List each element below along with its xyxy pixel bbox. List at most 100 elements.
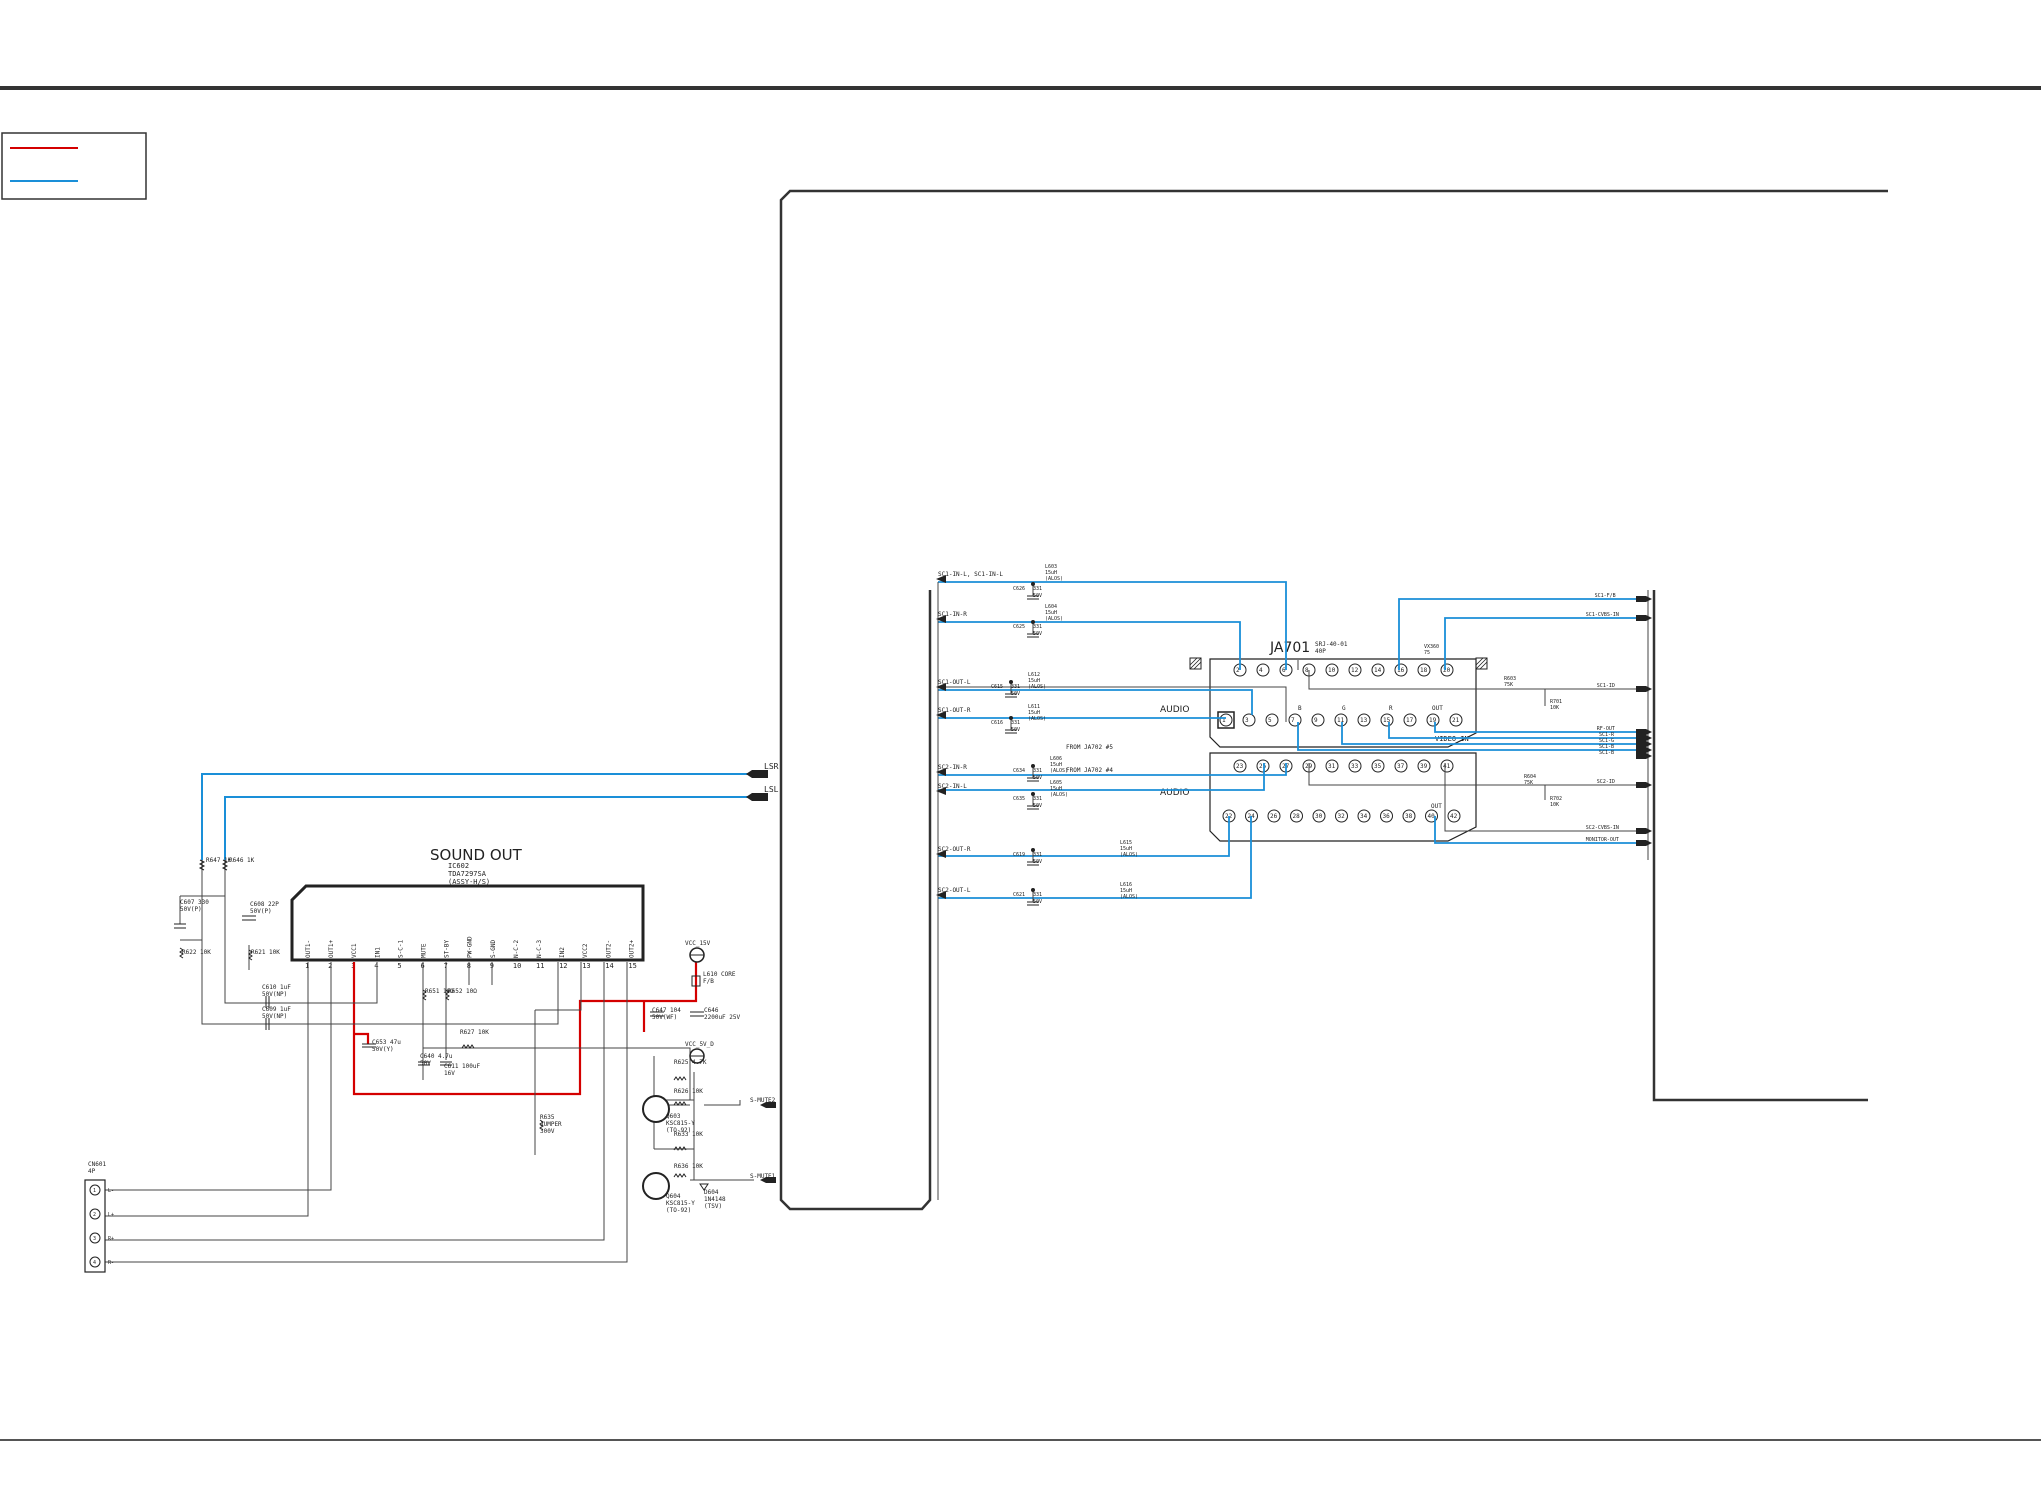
scart-ind-1-0: L604 xyxy=(1045,604,1057,610)
label-lsr: LSR xyxy=(764,762,779,771)
scart-cap-7-0: C621 xyxy=(1013,892,1025,898)
scart-right-arrow-4 xyxy=(1636,735,1652,741)
scart-right-arrow-3 xyxy=(1636,729,1652,735)
scart-pin-18 xyxy=(1417,663,1431,677)
scart-pin-28 xyxy=(1290,809,1303,823)
part-label-12-1: 16V xyxy=(444,1070,455,1077)
ic-pin-number-11: 11 xyxy=(536,962,544,970)
cn601-signal-2: L+ xyxy=(108,1212,114,1218)
scart-left-signal-0: SC1-IN-L, SC1-IN-L xyxy=(938,571,1003,578)
cn601-signal-3: R+ xyxy=(108,1236,114,1242)
part-label-7-1: 50V(NP) xyxy=(262,1013,287,1020)
scart-cap-3-2: 50V xyxy=(1011,727,1020,733)
scart-left-signal-4: SC2-IN-R xyxy=(938,764,967,771)
scart-right-arrow-1 xyxy=(1636,615,1652,621)
ic-pin-name-12: IN2 xyxy=(559,947,566,958)
cn601-pin-num-3: 3 xyxy=(93,1236,96,1242)
scart-pin-12 xyxy=(1348,663,1362,677)
scart-cap-4-1: 331 xyxy=(1033,768,1042,774)
scart-ind-4-0: L606 xyxy=(1050,756,1062,762)
scart-pin-11 xyxy=(1334,713,1348,727)
part-label-13-0: R627 10K xyxy=(460,1029,489,1036)
scart-pin-14 xyxy=(1371,663,1385,677)
scart-ind-5-0: L605 xyxy=(1050,780,1062,786)
part-label-17-0: R625 4.7K xyxy=(674,1059,707,1066)
ic-pin-number-1: 1 xyxy=(305,962,309,970)
part-label-18-0: R626 10K xyxy=(674,1088,703,1095)
ic-pin-number-2: 2 xyxy=(328,962,332,970)
scart-right-signal-0: SC1-F/B xyxy=(1595,593,1616,599)
scart-res-2-0: R604 xyxy=(1524,774,1536,780)
scart-pin-label-42: 42 xyxy=(1450,813,1458,820)
scart-pin-label-8: 8 xyxy=(1305,667,1309,674)
scart-cap-5-2: 50V xyxy=(1033,803,1042,809)
scart-pin-label-21: 21 xyxy=(1452,717,1460,724)
scart-video-in-label: VIDEO IN xyxy=(1435,735,1469,743)
scart-right-arrow-7 xyxy=(1636,753,1652,759)
scart-cap-6-2: 50V xyxy=(1033,859,1042,865)
scart-ind-0-1: 15uH xyxy=(1045,570,1057,576)
ic-pin-name-13: VCC2 xyxy=(582,943,589,958)
scart-ind-5-1: 15uH xyxy=(1050,786,1062,792)
cn601-signal-1: L- xyxy=(108,1188,114,1194)
scart-left-signal-2: SC1-OUT-L xyxy=(938,679,971,686)
scart-right-signal-3: RF-OUT xyxy=(1597,726,1615,732)
scart-pin-9 xyxy=(1311,713,1325,727)
scart-ind-6-2: (ALOS) xyxy=(1120,852,1138,858)
ic-pin-name-3: VCC1 xyxy=(351,943,358,958)
scart-left-arrow-6 xyxy=(936,850,946,858)
scart-left-signal-7: SC2-OUT-L xyxy=(938,887,971,894)
scart-pin1-box xyxy=(1217,711,1235,729)
ic-pin-name-14: OUT2- xyxy=(605,940,612,958)
scart-pin-label-41: 41 xyxy=(1443,763,1451,770)
scart-ind-2-0: L612 xyxy=(1028,672,1040,678)
scart-left-arrow-2 xyxy=(936,683,946,691)
scart-pin-32 xyxy=(1335,809,1348,823)
ic-pin-number-10: 10 xyxy=(513,962,521,970)
scart-pin-label-23: 23 xyxy=(1236,763,1244,770)
s-mute2-arrow xyxy=(760,1102,776,1108)
ic-pin-name-4: IN1 xyxy=(374,947,381,958)
scart-ind-6-0: L615 xyxy=(1120,840,1132,846)
scart-pin-label-10: 10 xyxy=(1328,667,1336,674)
scart-pin-25 xyxy=(1256,759,1270,773)
ic-note: (ASSY-H/S) xyxy=(448,878,490,886)
scart-cap-4-0: C634 xyxy=(1013,768,1025,774)
part-label-22-0: Q604 xyxy=(666,1193,681,1200)
scart-pin-label-30: 30 xyxy=(1315,813,1323,820)
part-label-22-1: KSC815-Y xyxy=(666,1200,695,1207)
ic-pin-name-5: S-C-1 xyxy=(397,940,404,958)
ic-ref: IC602 xyxy=(448,862,469,870)
scart-right-arrow-2 xyxy=(1636,686,1652,692)
scart-cap-3-1: 331 xyxy=(1011,720,1020,726)
scart-ind-6-1: 15uH xyxy=(1120,846,1132,852)
scart-cap-5-0: C635 xyxy=(1013,796,1025,802)
blue-lsr-lsl xyxy=(201,773,768,860)
out-mark-row4: OUT xyxy=(1431,803,1442,810)
scart-pin-30 xyxy=(1312,809,1326,823)
scart-pin-label-7: 7 xyxy=(1291,717,1295,724)
scart-res-4-0: VX360 xyxy=(1424,644,1439,650)
scart-pin-41 xyxy=(1440,759,1454,773)
part-label-11-1: 50V xyxy=(420,1060,431,1067)
scart-pin-20 xyxy=(1440,663,1454,677)
sound-components xyxy=(174,859,709,1191)
scart-left-arrow-1 xyxy=(936,615,946,623)
scart-pin-1 xyxy=(1219,713,1233,727)
scart-pin-21 xyxy=(1449,713,1463,727)
scart-blue-nets xyxy=(938,581,1648,899)
scart-pin-label-12: 12 xyxy=(1351,667,1359,674)
scart-cap-2-0: C615 xyxy=(991,684,1003,690)
scart-right-signal-4: SC1-R xyxy=(1599,732,1615,738)
hatch-left xyxy=(1189,657,1202,670)
part-label-12-0: C611 100uF xyxy=(444,1063,481,1070)
scart-ind-5-2: (ALOS) xyxy=(1050,792,1068,798)
scart-res-4-1: 75 xyxy=(1424,650,1430,656)
scart-pin-42 xyxy=(1447,809,1461,823)
scart-cap-7-1: 331 xyxy=(1033,892,1042,898)
scart-section: JA701 SRJ-40-01 40P AUDIO AUDIO VIDEO IN… xyxy=(1066,640,1488,842)
ic-pin-name-1: OUT1- xyxy=(305,940,312,958)
